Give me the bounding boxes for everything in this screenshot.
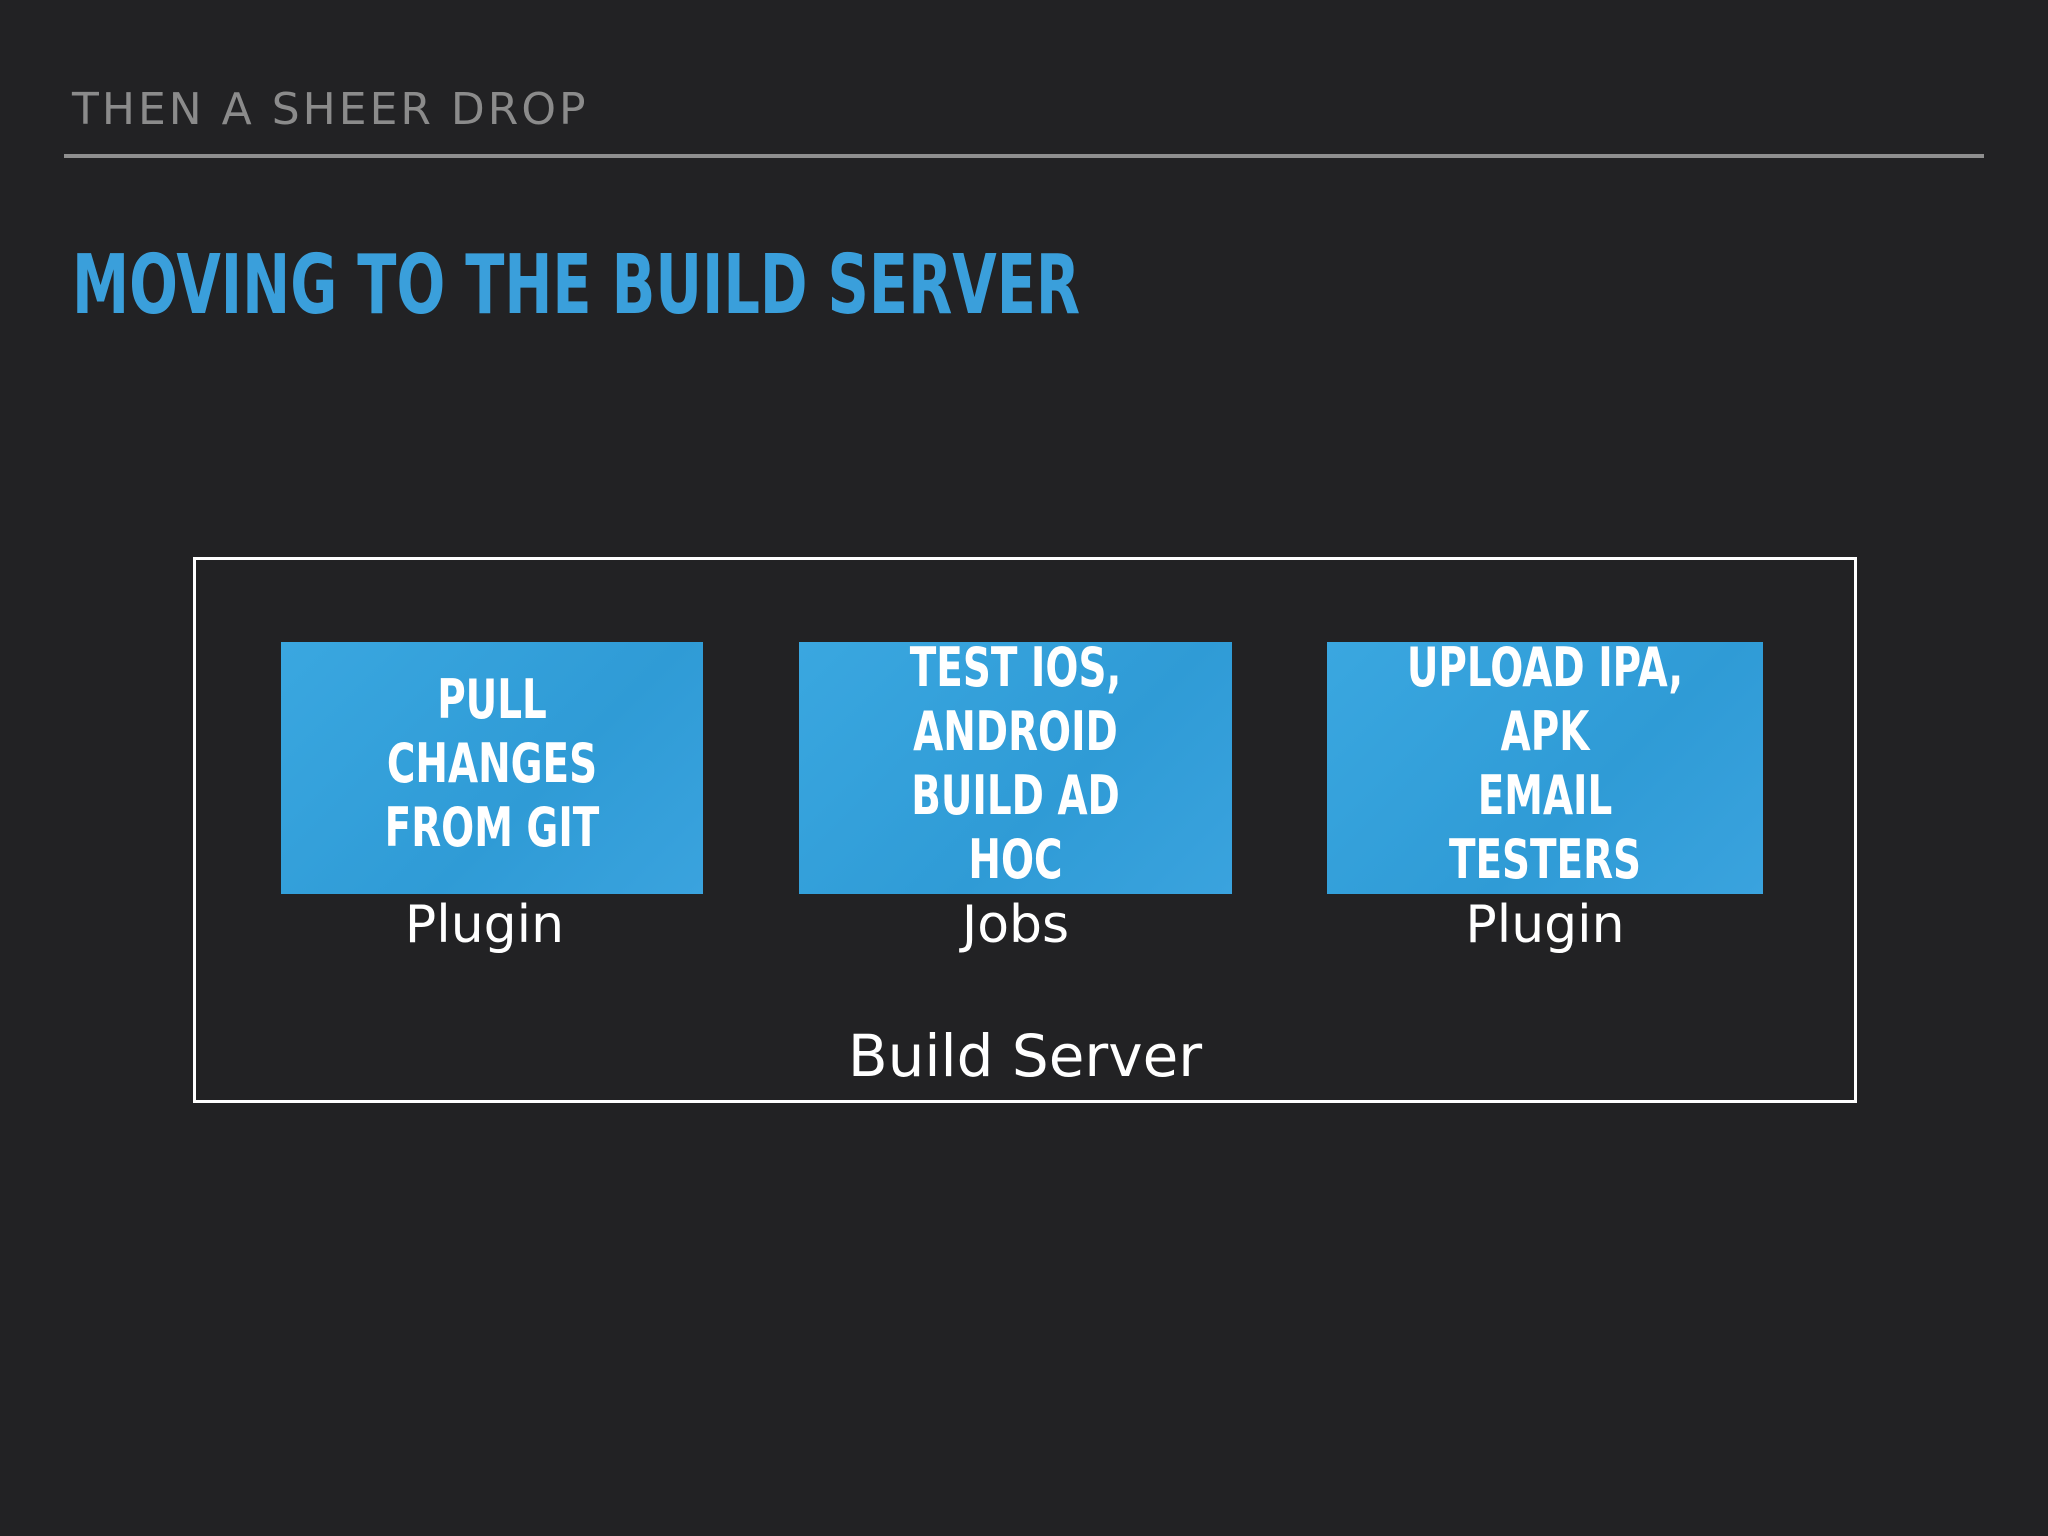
build-server-label: Build Server [847,1022,1203,1090]
step-box-upload-email: UPLOAD IPA, APK EMAIL TESTERS [1327,642,1763,894]
header-divider [64,154,1984,158]
slide-title: MOVING TO THE BUILD SERVER [72,238,1081,333]
step-box-test-build: TEST IOS, ANDROID BUILD AD HOC [799,642,1232,894]
step-caption-plugin-1: Plugin [404,895,565,955]
step-text-test-build: TEST IOS, ANDROID BUILD AD HOC [909,642,1122,891]
step-text-upload-email: UPLOAD IPA, APK EMAIL TESTERS [1406,642,1684,891]
step-text-pull-changes: PULL CHANGES FROM GIT [384,668,600,859]
section-title: THEN A SHEER DROP [72,84,589,135]
step-caption-plugin-2: Plugin [1465,895,1625,955]
step-box-pull-changes: PULL CHANGES FROM GIT [281,642,703,894]
step-caption-jobs: Jobs [961,895,1070,955]
build-server-container [193,557,1857,1103]
